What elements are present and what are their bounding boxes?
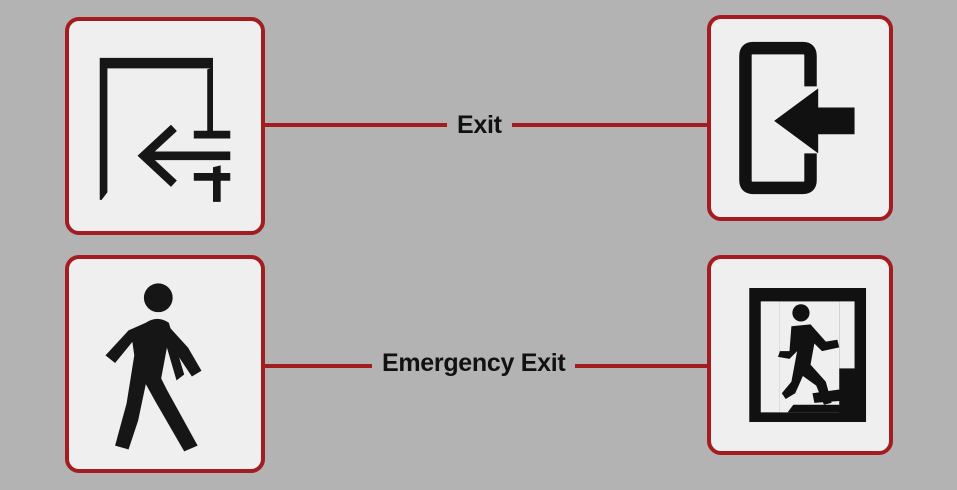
walking-person-card bbox=[65, 255, 265, 473]
sign-out-arrow-icon bbox=[739, 41, 855, 195]
exit-signout-card bbox=[707, 15, 893, 221]
emergency-exit-running-person-icon bbox=[749, 288, 867, 422]
emergency-exit-label: Emergency Exit bbox=[372, 346, 576, 380]
walking-person-icon bbox=[105, 283, 202, 452]
door-exit-arrow-icon bbox=[99, 57, 231, 202]
emergency-exit-card bbox=[707, 255, 893, 455]
exit-door-card bbox=[65, 17, 265, 235]
exit-label: Exit bbox=[447, 108, 512, 142]
